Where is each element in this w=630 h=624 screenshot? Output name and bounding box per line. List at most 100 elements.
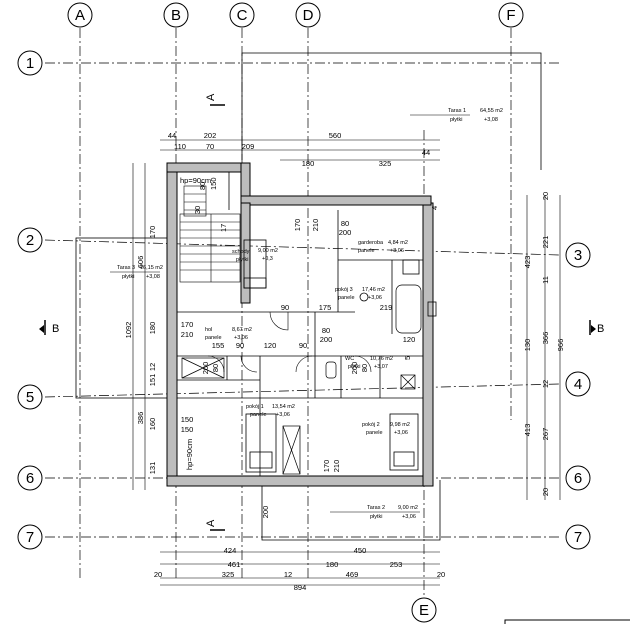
dim-bottom: 20 [437,570,445,579]
grid-bubble-7-right [565,524,591,550]
dim-bottom: 180 [326,560,339,569]
dim-right: 130 [523,339,532,352]
dim-left: 160 [148,418,157,431]
grid-bubble-e [411,597,437,623]
svg-text:17,46 m2: 17,46 m2 [362,287,385,293]
svg-text:64,55 m2: 64,55 m2 [480,108,503,114]
svg-text:+3,07: +3,07 [374,364,388,370]
svg-text:płytki: płytki [348,364,361,370]
dim-bottom: 12 [284,570,292,579]
dim-top: 44 [422,148,430,157]
grid-label-5: 5 [26,389,34,406]
small-dim: 30 [193,206,202,214]
grid-label-b: B [171,7,181,24]
svg-text:+0,3: +0,3 [262,256,273,262]
grid-bubble-c [229,2,255,28]
svg-text:hol: hol [205,327,212,333]
grid-bubble-d [295,2,321,28]
room-pokoj-3: pokój 3 17,46 m2 panele +3,06 [335,287,385,301]
svg-text:Taras 3: Taras 3 [117,265,135,271]
room-pokoj-1: pokój 1 13,54 m2 panele +3,06 [246,404,295,418]
dim-left: 386 [136,412,145,425]
grid-label-2: 2 [26,232,34,249]
svg-text:płytki: płytki [236,257,249,263]
svg-text:+3,06: +3,06 [402,514,416,520]
dim-bottom: 469 [346,570,359,579]
window-sill-height: hp=90cm [185,439,194,470]
door-dim: 80 [322,326,330,335]
grid-label-7-left: 7 [26,529,34,546]
section-mark-b-left: B [52,323,59,335]
door-dim: 200 [339,228,352,237]
small-dim: 4 [430,206,439,210]
door-dim: 200 [261,506,270,519]
grid-bubble-a [67,2,93,28]
door-dim: 170 [181,320,194,329]
dim-left: 1092 [124,322,133,339]
dim-left: 606 [136,256,145,269]
grid-label-6-left: 6 [26,470,34,487]
door-dim: 175 [319,303,332,312]
door-dim: 210 [311,219,320,232]
door-dim: 80 [360,364,369,372]
svg-text:8,67 m2: 8,67 m2 [232,327,252,333]
room-garderoba: garderoba 4,84 m2 panele +3,06 [358,240,408,254]
svg-text:+3,06: +3,06 [394,430,408,436]
small-dim: 5 [403,356,412,360]
small-dim: 150 [209,177,218,190]
room-labels: Taras 1 64,55 m2 płytki +3,08 Taras 3 16… [110,108,503,520]
dim-top: 70 [206,142,214,151]
dim-top: 202 [204,131,217,140]
door-dim: 120 [403,335,416,344]
dim-top: 560 [329,131,342,140]
dim-top: 209 [242,142,255,151]
title-block-edge [504,619,630,624]
svg-text:+3,06: +3,06 [234,335,248,341]
door-dim: 80 [211,364,220,372]
dim-bottom: 20 [154,570,162,579]
dim-bottom: 253 [390,560,403,569]
svg-text:Taras 2: Taras 2 [367,505,385,511]
grid-bubble-5 [17,384,43,410]
dim-top: 325 [379,159,392,168]
svg-text:panele: panele [250,412,267,418]
dim-right: 966 [556,339,565,352]
svg-text:13,54 m2: 13,54 m2 [272,404,295,410]
exterior-walls [166,162,434,487]
svg-text:16,15 m2: 16,15 m2 [140,265,163,271]
door-dim: 155 [212,341,225,350]
door-dim: 120 [264,341,277,350]
svg-text:+3,06: +3,06 [390,248,404,254]
svg-text:WC: WC [345,356,354,362]
svg-text:pokój 1: pokój 1 [246,404,264,410]
grid-label-1: 1 [26,55,34,72]
door-dim: 90 [299,341,307,350]
dim-right: 423 [523,256,532,269]
small-dim: 17 [219,224,228,232]
section-mark-b-right: B [597,323,604,335]
door-dim: 170 [293,219,302,232]
room-taras-3: Taras 3 16,15 m2 płytki +3,08 [110,265,163,280]
grid-label-e: E [419,602,429,619]
dim-bottom: 894 [294,583,307,592]
door-dim: 150 [181,415,194,424]
section-marks [39,104,596,531]
svg-text:+3,06: +3,06 [276,412,290,418]
door-dim: 90 [236,341,244,350]
dim-left: 151 [148,374,157,387]
grid-label-d: D [303,7,314,24]
dim-left: 180 [148,322,157,335]
grid-bubble-1 [17,50,43,76]
door-dim: 200 [201,362,210,375]
dim-right: 20 [541,488,550,496]
grid-label-a: A [75,7,85,24]
dim-left: 12 [148,363,157,371]
svg-text:garderoba: garderoba [358,240,384,246]
dim-right: 221 [541,236,550,249]
dim-right: 11 [541,276,550,284]
grid-bubble-4 [565,371,591,397]
furniture [243,239,437,473]
svg-text:4,84 m2: 4,84 m2 [388,240,408,246]
dim-right: 413 [523,424,532,437]
